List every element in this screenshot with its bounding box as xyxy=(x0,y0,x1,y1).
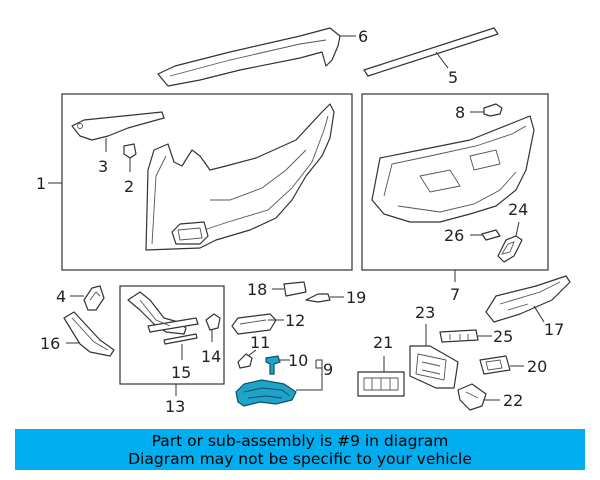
part-13-bracket-assembly[interactable] xyxy=(127,291,199,335)
callout-22: 22 xyxy=(503,391,523,410)
callout-16: 16 xyxy=(40,334,60,353)
callout-20: 20 xyxy=(527,357,547,376)
part-8-clip[interactable] xyxy=(483,103,503,117)
callout-7: 7 xyxy=(450,285,460,304)
callout-21: 21 xyxy=(373,333,393,352)
frame-1 xyxy=(61,93,353,271)
part-9-inside-handle[interactable] xyxy=(235,379,297,407)
callout-17: 17 xyxy=(544,320,564,339)
part-1-door-trim-panel[interactable] xyxy=(145,103,335,251)
part-15-rod[interactable] xyxy=(163,333,198,345)
part-2-clip[interactable] xyxy=(123,143,137,159)
part-5-weatherstrip[interactable] xyxy=(363,27,499,77)
part-14-clip[interactable] xyxy=(205,313,221,331)
callout-2: 2 xyxy=(124,177,134,196)
callout-25: 25 xyxy=(493,327,513,346)
part-17-armrest[interactable] xyxy=(485,275,571,323)
part-3-bracket[interactable] xyxy=(71,111,165,141)
callout-6: 6 xyxy=(358,27,368,46)
callout-11: 11 xyxy=(250,333,270,352)
leader-17 xyxy=(533,305,545,323)
callout-18: 18 xyxy=(247,280,267,299)
part-12-panel[interactable] xyxy=(231,313,277,335)
part-11-clip[interactable] xyxy=(237,353,253,369)
part-20-switch[interactable] xyxy=(479,355,511,375)
callout-23: 23 xyxy=(415,303,435,322)
callout-24: 24 xyxy=(508,200,528,219)
part-25-switch[interactable] xyxy=(439,329,479,343)
callout-4: 4 xyxy=(56,287,66,306)
callout-1: 1 xyxy=(36,174,46,193)
parts-diagram: 6 5 1 3 2 7 8 xyxy=(36,27,571,416)
part-26-cap[interactable] xyxy=(481,229,501,241)
callout-19: 19 xyxy=(346,288,366,307)
part-10-screw[interactable] xyxy=(265,355,281,375)
part-4-bracket[interactable] xyxy=(83,285,105,311)
part-18-cover[interactable] xyxy=(283,281,307,297)
leader-9-branch xyxy=(315,360,322,369)
part-22-bracket[interactable] xyxy=(457,383,487,411)
callout-10: 10 xyxy=(288,351,308,370)
callout-14: 14 xyxy=(201,347,221,366)
callout-13: 13 xyxy=(165,397,185,416)
leader-9 xyxy=(296,359,323,391)
part-23-switch[interactable] xyxy=(409,345,459,389)
leader-24 xyxy=(515,221,520,237)
banner-line-2: Diagram may not be specific to your vehi… xyxy=(128,449,472,468)
part-24-handle-bezel[interactable] xyxy=(497,235,523,263)
callout-3: 3 xyxy=(98,157,108,176)
notice-banner: Part or sub-assembly is #9 in diagram Di… xyxy=(15,429,585,470)
callout-15: 15 xyxy=(171,363,191,382)
part-16-trim[interactable] xyxy=(63,311,115,357)
part-7-door-trim-panel[interactable] xyxy=(371,115,535,223)
leader-11 xyxy=(247,349,257,357)
callout-5: 5 xyxy=(448,68,458,87)
callout-9: 9 xyxy=(323,360,333,379)
part-6-garnish[interactable] xyxy=(157,27,341,87)
callout-8: 8 xyxy=(455,103,465,122)
banner-line-1: Part or sub-assembly is #9 in diagram xyxy=(151,431,449,450)
callout-26: 26 xyxy=(444,226,464,245)
part-19-handle[interactable] xyxy=(305,293,331,303)
part-21-switch-panel[interactable] xyxy=(357,371,405,397)
frame-13 xyxy=(119,285,225,385)
callout-12: 12 xyxy=(285,311,305,330)
leader-5 xyxy=(435,51,449,69)
